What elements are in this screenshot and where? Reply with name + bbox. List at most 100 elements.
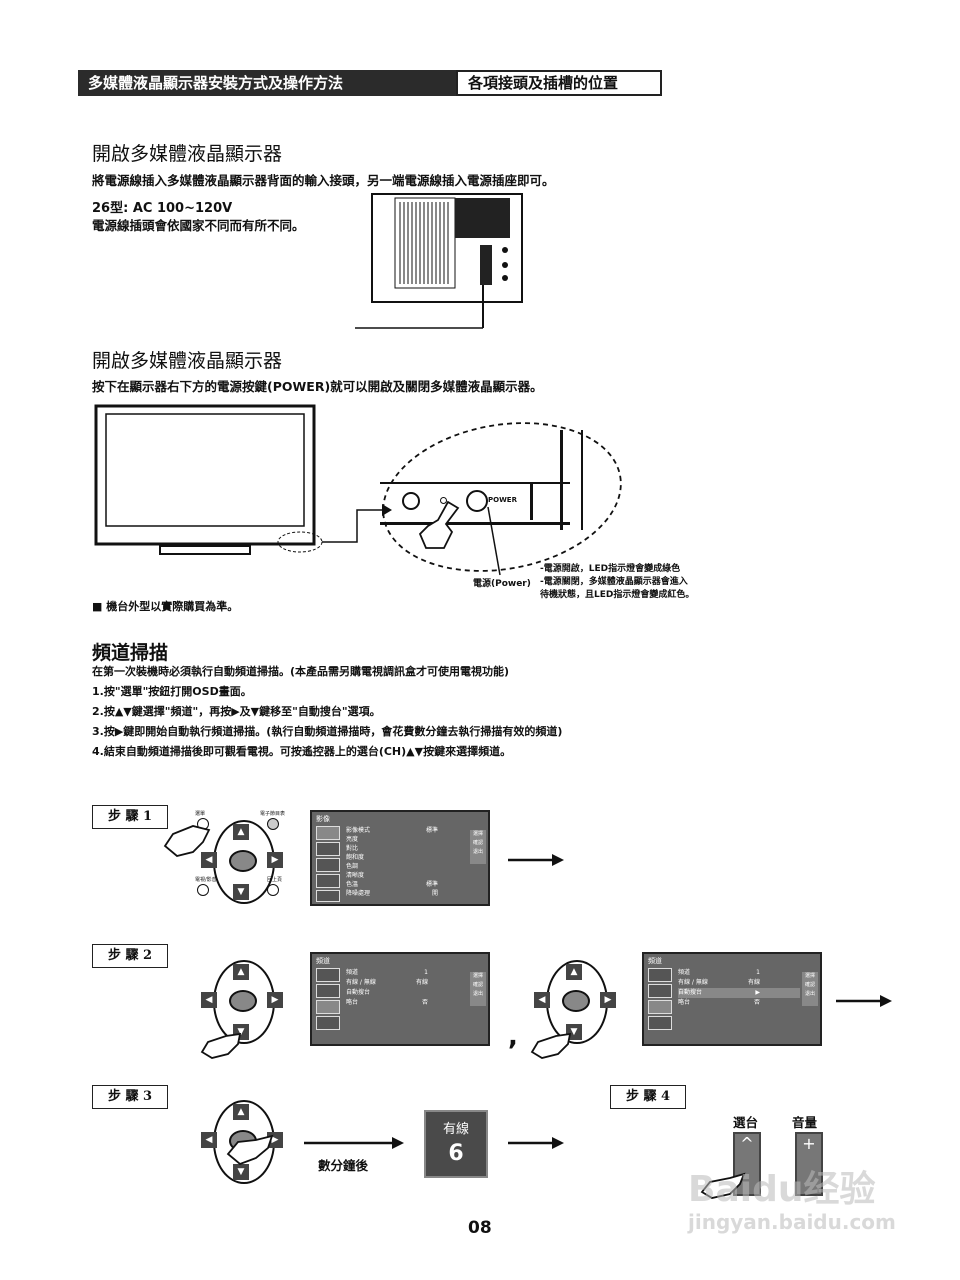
power-button-label: POWER xyxy=(488,496,517,504)
right-arrow-button[interactable]: ▶ xyxy=(600,992,616,1008)
panel-zoom: POWER xyxy=(380,482,570,525)
power-callout-line: 待機狀態，且LED指示燈會變成紅色。 xyxy=(540,590,695,600)
osd-side-legend: 選擇確認退出 xyxy=(470,972,486,1006)
hand-pointer-icon xyxy=(700,1172,746,1199)
back-label: 回上頁 xyxy=(267,877,283,883)
osd-tab-channel[interactable] xyxy=(648,1000,672,1014)
step-2-label: 步 驟 2 xyxy=(92,944,168,968)
osd-row[interactable]: 頻道 1 xyxy=(346,969,428,976)
osd-tab-channel[interactable] xyxy=(316,858,340,872)
osd-tab-setup[interactable] xyxy=(648,1016,672,1030)
up-arrow-button[interactable]: ▲ xyxy=(233,964,249,980)
osd-tab-tools[interactable] xyxy=(316,890,340,902)
osd-rows: 影像模式 標準 亮度 對比 飽和度 色調 清晰度 色溫 標準 降噪處理 開 xyxy=(346,826,468,898)
osd-tab-channel[interactable] xyxy=(316,1000,340,1014)
right-arrow-button[interactable]: ▶ xyxy=(267,992,283,1008)
section2-desc: 按下在顯示器右下方的電源按鍵(POWER)就可以開啟及關閉多媒體液晶顯示器。 xyxy=(92,379,543,394)
tv-front-illustration xyxy=(94,404,622,572)
osd-row[interactable]: 清晰度 xyxy=(346,872,365,879)
hand-pointer-icon xyxy=(200,1032,242,1059)
arrow-right-icon xyxy=(508,854,564,866)
osd-row[interactable]: 色調 xyxy=(346,863,359,870)
ok-button[interactable] xyxy=(229,850,257,872)
ok-button[interactable] xyxy=(562,990,590,1012)
osd-header: 影像 xyxy=(316,815,330,823)
appearance-footnote: ■ 機台外型以實際購買為準。 xyxy=(92,600,239,613)
channel-key-label: 選台 xyxy=(733,1115,759,1130)
tv-av-button[interactable] xyxy=(197,884,209,896)
volume-up-button[interactable]: + xyxy=(795,1132,823,1196)
rear-panel-illustration xyxy=(355,193,523,329)
arrow-right-icon xyxy=(304,1137,404,1149)
osd-tab-picture[interactable] xyxy=(648,968,672,982)
channel-result-badge: 有線 6 xyxy=(424,1110,488,1178)
scan-instruction-line: 3.按▶鍵即開始自動執行頻道掃描。(執行自動頻道掃描時，會花費數分鐘去執行掃描有… xyxy=(92,725,563,738)
osd-tab-picture[interactable] xyxy=(316,968,340,982)
step-1-label: 步 驟 1 xyxy=(92,805,168,829)
osd-row[interactable]: 略台 否 xyxy=(346,999,428,1006)
panel-divider xyxy=(530,482,533,520)
hand-pointer-icon xyxy=(226,1134,274,1166)
up-arrow-button[interactable]: ▲ xyxy=(233,824,249,840)
osd-menu-picture: 影像 影像模式 標準 亮度 對比 飽和度 色調 清晰度 色溫 標準 降噪處理 開… xyxy=(310,810,490,906)
osd-tab-audio[interactable] xyxy=(316,842,340,856)
osd-row[interactable]: 色溫 標準 xyxy=(346,881,438,888)
down-arrow-button[interactable]: ▼ xyxy=(233,1164,249,1180)
down-arrow-button[interactable]: ▼ xyxy=(233,884,249,900)
osd-row[interactable]: 自動搜台 ▶ xyxy=(678,988,800,998)
channel-source: 有線 xyxy=(442,1122,469,1137)
scan-instruction-line: 在第一次裝機時必須執行自動頻道掃描。(本產品需另購電視調訊盒才可使用電視功能) xyxy=(92,665,510,678)
comma-separator: , xyxy=(508,1022,518,1052)
osd-tab-audio[interactable] xyxy=(316,984,340,998)
left-arrow-button[interactable]: ◀ xyxy=(201,1132,217,1148)
osd-row[interactable]: 飽和度 xyxy=(346,854,365,861)
osd-menu-channel-a: 頻道 頻道 1 有線 / 無線 有線 自動搜台 略台 否 選擇確認退出 xyxy=(310,952,490,1046)
baidu-watermark-url: jingyan.baidu.com xyxy=(688,1210,896,1234)
left-arrow-button[interactable]: ◀ xyxy=(201,852,217,868)
osd-row[interactable]: 影像模式 標準 xyxy=(346,827,438,834)
osd-tab-picture[interactable] xyxy=(316,826,340,840)
osd-row[interactable]: 降噪處理 開 xyxy=(346,890,438,897)
osd-row[interactable]: 自動搜台 xyxy=(346,989,371,996)
channel-number: 6 xyxy=(448,1141,464,1166)
osd-row[interactable]: 略台 否 xyxy=(678,999,760,1006)
right-arrow-button[interactable]: ▶ xyxy=(267,852,283,868)
back-button[interactable] xyxy=(267,884,279,896)
up-arrow-button[interactable]: ▲ xyxy=(566,964,582,980)
power-button[interactable] xyxy=(466,490,488,512)
left-arrow-button[interactable]: ◀ xyxy=(534,992,550,1008)
up-arrow-button[interactable]: ▲ xyxy=(233,1104,249,1120)
osd-row[interactable]: 亮度 xyxy=(346,836,359,843)
channel-up-button[interactable]: ^ xyxy=(733,1132,761,1196)
osd-row[interactable]: 對比 xyxy=(346,845,359,852)
osd-side-legend: 選擇確認退出 xyxy=(802,972,818,1006)
baidu-watermark: Baidu经验 xyxy=(688,1169,876,1210)
remote-dpad-step1: 選單 電子節目表 ▲ ▼ ◀ ▶ 電視/影音 回上頁 xyxy=(195,810,285,906)
remote-dpad-step2b: ▲ ▼ ◀ ▶ xyxy=(528,950,618,1046)
section1-desc: 將電源線插入多媒體液晶顯示器背面的輸入接頭，另一端電源線插入電源插座即可。 xyxy=(92,173,555,188)
ok-button[interactable] xyxy=(229,990,257,1012)
section2-title: 開啟多媒體液晶顯示器 xyxy=(92,350,283,372)
power-callout-notes: -電源開啟，LED指示燈會變成綠色 -電源關閉，多媒體液晶顯示器會進入 待機狀態… xyxy=(540,563,694,602)
step-3-label: 步 驟 3 xyxy=(92,1085,168,1109)
plug-note: 電源線插頭會依國家不同而有所不同。 xyxy=(92,218,305,233)
osd-header: 頻道 xyxy=(648,957,662,965)
osd-tab-audio[interactable] xyxy=(648,984,672,998)
led-indicator xyxy=(440,497,447,504)
section3-title: 頻道掃描 xyxy=(92,642,169,664)
osd-row[interactable]: 有線 / 無線 有線 xyxy=(346,979,428,986)
osd-tab-setup[interactable] xyxy=(316,1016,340,1030)
osd-header: 頻道 xyxy=(316,957,330,965)
osd-row[interactable]: 頻道 1 xyxy=(678,969,760,976)
tv-label: 電視/影音 xyxy=(195,877,217,883)
scan-instruction-line: 4.結束自動頻道掃描後即可觀看電視。可按遙控器上的選台(CH)▲▼按鍵來選擇頻道… xyxy=(92,745,512,758)
left-arrow-button[interactable]: ◀ xyxy=(201,992,217,1008)
panel-edge xyxy=(560,430,583,530)
osd-row[interactable]: 有線 / 無線 有線 xyxy=(678,979,760,986)
page-number: 08 xyxy=(468,1218,492,1238)
hand-pointer-icon xyxy=(418,500,460,549)
osd-tab-setup[interactable] xyxy=(316,874,340,888)
epg-button[interactable] xyxy=(267,818,279,830)
menu-label: 選單 xyxy=(195,811,206,817)
arrow-right-icon xyxy=(508,1137,564,1149)
